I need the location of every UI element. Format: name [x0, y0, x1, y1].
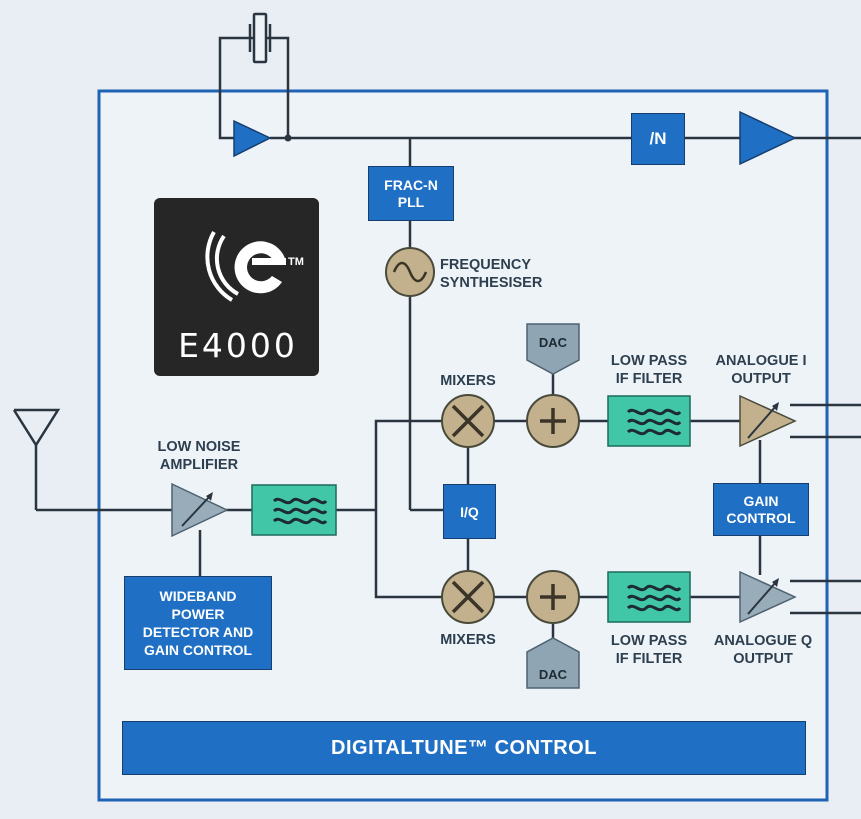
- mixers-bottom-label: MIXERS: [440, 632, 496, 648]
- dac-top-shape: [526, 323, 580, 375]
- antenna-icon: [12, 408, 61, 448]
- analogue-q-output-label: ANALOGUE Q OUTPUT: [713, 633, 813, 667]
- output-amp-i-icon: [739, 394, 797, 448]
- iq-block: I/Q: [443, 484, 496, 539]
- dac-bottom-shape: [526, 637, 580, 689]
- adder-bottom-icon: [526, 570, 580, 624]
- frequency-synthesiser-label: FREQUENCY SYNTHESISER: [440, 257, 543, 291]
- output-buffer-icon: [739, 110, 797, 166]
- dac-bottom-label: DAC: [538, 666, 568, 682]
- e4000-logo: [154, 198, 319, 376]
- low-noise-amplifier-label: LOW NOISE AMPLIFIER: [157, 439, 241, 473]
- sine-wave-icon: [385, 247, 435, 297]
- low-pass-filter-bottom-label: LOW PASS IF FILTER: [610, 633, 688, 667]
- mixers-top-label: MIXERS: [440, 373, 496, 389]
- e-logo-icon: [234, 241, 286, 294]
- digitaltune-control-bar: DIGITALTUNE™ CONTROL: [122, 721, 806, 775]
- logo-trademark: TM: [288, 256, 304, 268]
- low-pass-filter-top-label: LOW PASS IF FILTER: [610, 353, 688, 387]
- signal-wires: [34, 36, 861, 652]
- output-amp-q-icon: [739, 570, 797, 624]
- filter-front-end-icon: [251, 484, 337, 536]
- filter-i-icon: [607, 395, 691, 447]
- adder-top-icon: [526, 394, 580, 448]
- gain-control-block: GAIN CONTROL: [713, 483, 809, 536]
- filter-q-icon: [607, 571, 691, 623]
- junction-dot: [284, 134, 292, 142]
- logo-product-name: E4000: [178, 326, 298, 365]
- divider-block: /N: [631, 113, 685, 165]
- crystal-icon: [248, 12, 272, 64]
- mixer-top-icon: [441, 394, 495, 448]
- lna-amp-icon: [171, 482, 229, 538]
- oscillator-buffer-icon: [233, 119, 272, 158]
- mixer-bottom-icon: [441, 570, 495, 624]
- analogue-i-output-label: ANALOGUE I OUTPUT: [715, 353, 807, 387]
- dac-top-label: DAC: [538, 334, 568, 350]
- frac-n-pll-block: FRAC-N PLL: [368, 166, 454, 221]
- wideband-power-detector-block: WIDEBAND POWER DETECTOR AND GAIN CONTROL: [124, 576, 272, 670]
